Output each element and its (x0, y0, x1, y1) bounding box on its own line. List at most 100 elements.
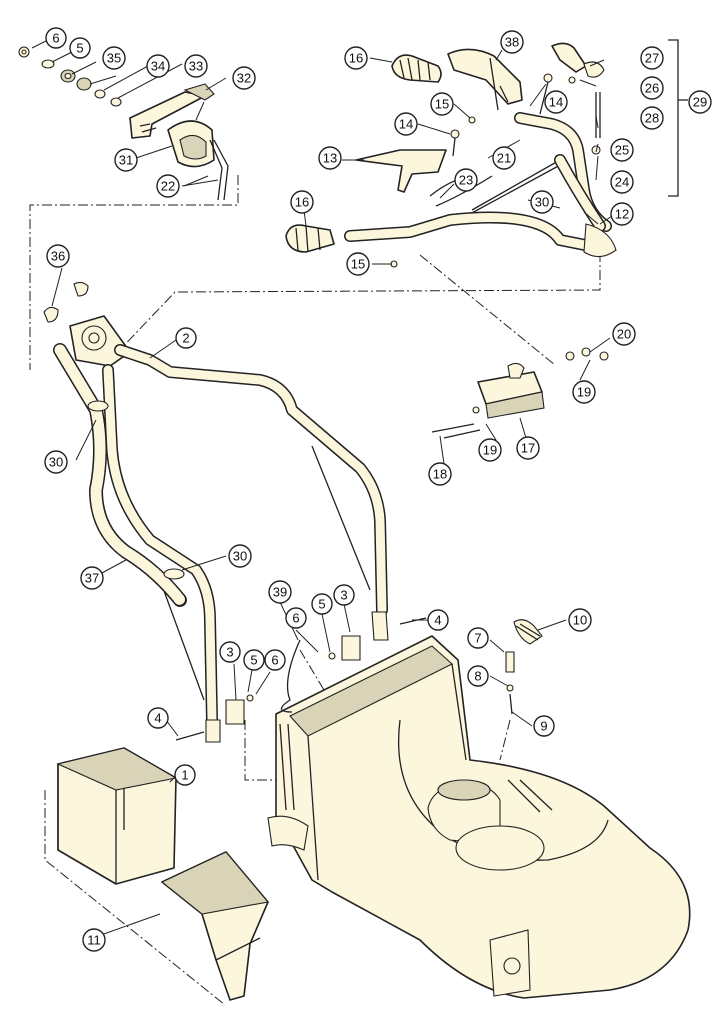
deck-mount-hardware (175, 617, 543, 741)
callout-17: 17 (516, 436, 540, 460)
svg-text:37: 37 (85, 571, 99, 586)
svg-text:6: 6 (52, 31, 59, 46)
svg-text:22: 22 (161, 179, 175, 194)
svg-text:1: 1 (181, 768, 188, 783)
svg-text:18: 18 (433, 467, 447, 482)
callout-5: 5 (243, 649, 265, 671)
svg-text:16: 16 (295, 195, 309, 210)
svg-text:35: 35 (107, 51, 121, 66)
mounting-bracket-hardware (431, 347, 609, 439)
callout-16: 16 (344, 46, 368, 70)
callout-30: 30 (44, 450, 68, 474)
callout-24: 24 (610, 170, 634, 194)
svg-text:16: 16 (349, 51, 363, 66)
mower-deck (267, 635, 691, 999)
callout-16: 16 (290, 190, 314, 214)
assembly-reference-lines (29, 175, 601, 1006)
callout-27: 27 (640, 46, 664, 70)
svg-text:36: 36 (51, 249, 65, 264)
svg-text:19: 19 (577, 385, 591, 400)
svg-text:24: 24 (615, 175, 629, 190)
callout-5: 5 (311, 593, 333, 615)
svg-text:11: 11 (87, 933, 101, 948)
callout-14: 14 (544, 90, 568, 114)
svg-text:5: 5 (76, 41, 83, 56)
callout-30: 30 (228, 544, 252, 568)
callout-3: 3 (333, 584, 355, 606)
svg-text:30: 30 (233, 549, 247, 564)
svg-text:39: 39 (273, 585, 287, 600)
svg-text:7: 7 (474, 631, 481, 646)
callout-3: 3 (219, 641, 241, 663)
svg-text:29: 29 (693, 95, 707, 110)
callout-37: 37 (80, 566, 104, 590)
callout-35: 35 (102, 46, 126, 70)
svg-text:5: 5 (250, 653, 257, 668)
callout-15: 15 (346, 252, 370, 276)
callout-39: 39 (268, 580, 292, 604)
svg-text:20: 20 (617, 327, 631, 342)
svg-text:21: 21 (497, 151, 511, 166)
svg-text:14: 14 (399, 117, 413, 132)
callout-28: 28 (640, 106, 664, 130)
callout-8: 8 (467, 665, 489, 687)
svg-text:31: 31 (119, 153, 133, 168)
upper-left-hardware (18, 46, 229, 201)
callout-14: 14 (394, 112, 418, 136)
svg-text:8: 8 (474, 669, 481, 684)
svg-text:10: 10 (573, 613, 587, 628)
svg-text:6: 6 (271, 653, 278, 668)
svg-text:2: 2 (182, 331, 189, 346)
svg-text:15: 15 (435, 97, 449, 112)
callout-leaders (31, 39, 613, 937)
svg-text:30: 30 (535, 195, 549, 210)
svg-text:23: 23 (459, 173, 473, 188)
callout-15: 15 (430, 92, 454, 116)
callout-18: 18 (428, 462, 452, 486)
callout-6: 6 (285, 607, 307, 629)
svg-text:19: 19 (483, 443, 497, 458)
svg-text:15: 15 (351, 257, 365, 272)
svg-text:3: 3 (226, 645, 233, 660)
callout-6: 6 (264, 649, 286, 671)
callout-32: 32 (232, 66, 256, 90)
callout-2: 2 (175, 327, 197, 349)
svg-text:17: 17 (521, 441, 535, 456)
callout-6: 6 (45, 27, 67, 49)
callout-13: 13 (318, 146, 342, 170)
svg-text:4: 4 (154, 711, 161, 726)
svg-text:3: 3 (340, 588, 347, 603)
svg-text:27: 27 (645, 51, 659, 66)
upper-handle-assembly (285, 39, 688, 268)
callout-19: 19 (478, 438, 502, 462)
svg-text:6: 6 (292, 611, 299, 626)
svg-text:9: 9 (540, 719, 547, 734)
callout-9: 9 (533, 715, 555, 737)
callout-7: 7 (467, 627, 489, 649)
callout-21: 21 (492, 146, 516, 170)
svg-text:13: 13 (323, 151, 337, 166)
callout-31: 31 (114, 148, 138, 172)
callout-34: 34 (146, 54, 170, 78)
callout-33: 33 (184, 54, 208, 78)
lower-handle-assembly (43, 281, 389, 743)
svg-text:33: 33 (189, 59, 203, 74)
svg-text:25: 25 (615, 143, 629, 158)
callout-26: 26 (640, 76, 664, 100)
callout-5: 5 (69, 37, 91, 59)
callout-20: 20 (612, 322, 636, 346)
svg-text:28: 28 (645, 111, 659, 126)
svg-text:4: 4 (434, 613, 441, 628)
callout-4: 4 (147, 707, 169, 729)
svg-text:5: 5 (318, 597, 325, 612)
svg-text:14: 14 (549, 95, 563, 110)
callout-4: 4 (427, 609, 449, 631)
callout-29: 29 (688, 90, 712, 114)
callout-23: 23 (454, 168, 478, 192)
svg-text:34: 34 (151, 59, 165, 74)
grass-bag-parts (56, 747, 270, 1001)
callout-30: 30 (530, 190, 554, 214)
callout-11: 11 (82, 928, 106, 952)
svg-text:32: 32 (237, 71, 251, 86)
